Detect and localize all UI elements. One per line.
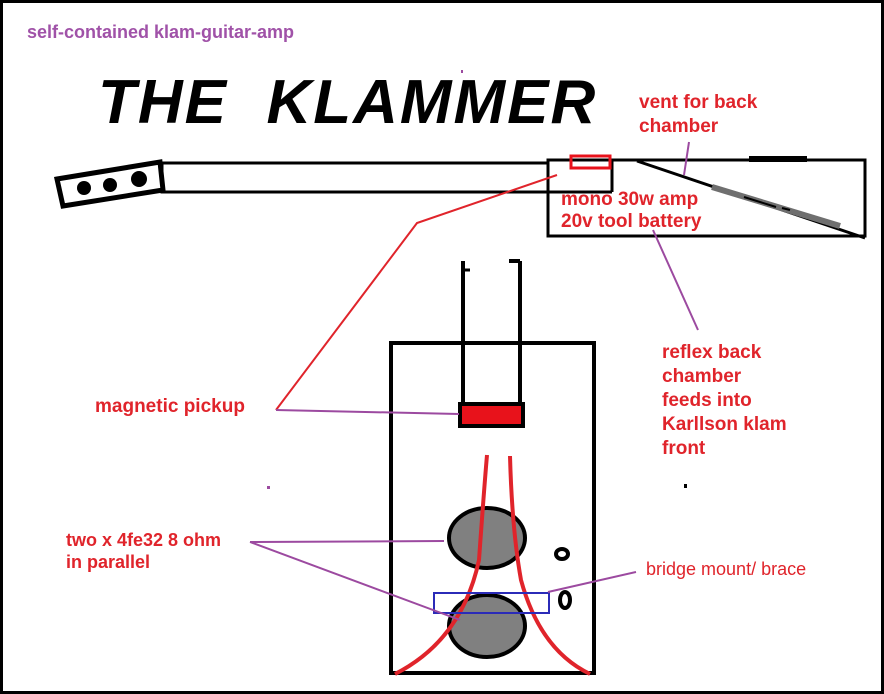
pickup-leader-red — [275, 174, 558, 411]
bridge-label: bridge mount/ brace — [646, 559, 807, 579]
guitar-body-side — [546, 156, 867, 240]
amp-battery-label: mono 30w amp 20v tool battery — [561, 189, 702, 232]
tuning-peg — [77, 181, 91, 195]
speaker-lower — [447, 593, 527, 659]
vent-leader — [683, 141, 690, 176]
control-knob — [558, 590, 572, 610]
klam-horn-shape — [394, 454, 591, 676]
vent-label: vent for back chamber — [639, 92, 758, 137]
neck-post — [461, 259, 522, 405]
control-knob — [554, 547, 570, 561]
speaker-leader-lower — [249, 541, 461, 621]
magnetic-pickup — [458, 402, 525, 428]
speakers-label: two x 4fe32 8 ohm in parallel — [66, 530, 222, 572]
bridge-brace — [433, 592, 550, 614]
reflex-chamber-label: reflex back chamber feeds into Karllson … — [662, 342, 787, 459]
tuning-peg — [131, 171, 147, 187]
subtitle: self-contained klam-guitar-amp — [27, 22, 295, 42]
pickup-label: magnetic pickup — [95, 396, 245, 417]
tuning-peg — [103, 178, 117, 192]
guitar-neck — [160, 161, 550, 194]
guitar-body-front — [389, 341, 596, 675]
main-title: THE KLAMMER — [98, 68, 598, 137]
vent-marker — [569, 154, 612, 170]
reflex-leader — [652, 229, 699, 331]
headstock — [53, 159, 166, 209]
speaker-leader-upper — [249, 540, 445, 543]
pickup-leader-purple — [275, 409, 460, 415]
speaker-upper — [447, 506, 527, 570]
bridge-leader — [547, 571, 637, 593]
